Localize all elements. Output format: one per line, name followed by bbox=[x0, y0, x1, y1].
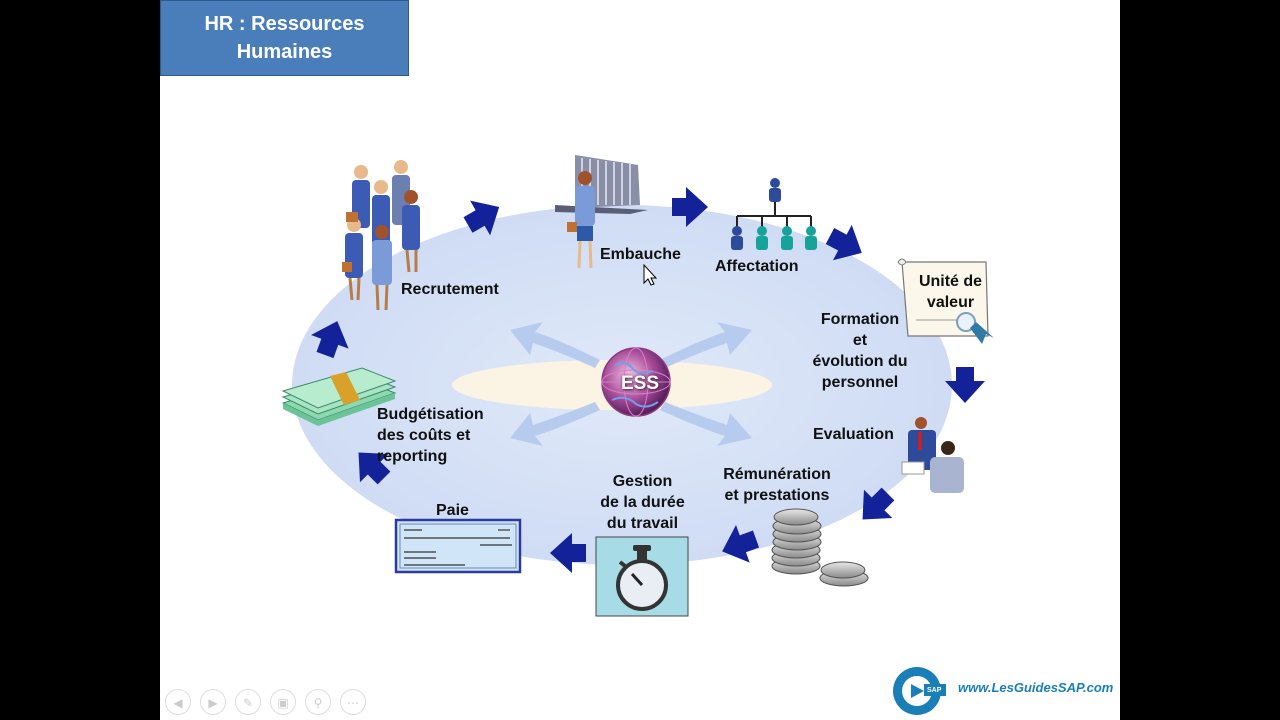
slide-title-line-1: HR : Ressources bbox=[204, 13, 365, 35]
cycle-arrows bbox=[310, 187, 985, 573]
slides-button[interactable]: ▣ bbox=[270, 689, 296, 715]
ess-label: ESS bbox=[620, 373, 660, 394]
label-formation-line-3: évolution du bbox=[812, 353, 908, 370]
pen-icon: ✎ bbox=[242, 696, 254, 710]
label-remuneration: Rémunération et prestations bbox=[708, 464, 846, 506]
label-remuneration-line-1: Rémunération bbox=[723, 466, 831, 483]
label-gestion-line-3: du travail bbox=[606, 515, 679, 532]
arrow-3 bbox=[825, 224, 862, 261]
slide: HR : Ressources Humaines ESS Recrutement… bbox=[160, 0, 1120, 720]
label-gestion-duree-travail: Gestion de la durée du travail bbox=[585, 471, 700, 534]
label-affectation: Affectation bbox=[715, 258, 799, 275]
more-icon: ⋯ bbox=[347, 696, 359, 710]
prev-icon: ◀ bbox=[173, 696, 183, 710]
paycheck-icon bbox=[394, 518, 522, 574]
label-paie: Paie bbox=[436, 502, 469, 519]
arrow-9 bbox=[310, 321, 349, 359]
label-budgetisation: Budgétisation des coûts et reporting bbox=[377, 404, 484, 467]
label-budget-line-2: des coûts et bbox=[377, 427, 471, 444]
money-stack-icon bbox=[281, 367, 397, 426]
evaluation-meeting-icon bbox=[901, 417, 964, 493]
label-formation: Formation et évolution du personnel bbox=[800, 309, 920, 393]
business-people-group-icon bbox=[342, 160, 420, 311]
coin-stack-icon bbox=[771, 508, 869, 587]
ess-globe-icon bbox=[601, 347, 671, 417]
slide-title-line-2: Humaines bbox=[236, 41, 333, 63]
slides-icon: ▣ bbox=[277, 696, 289, 710]
label-formation-line-1: Formation bbox=[820, 311, 900, 328]
certificate-scroll-icon bbox=[897, 258, 994, 344]
logo-badge: SAP bbox=[927, 687, 942, 694]
label-unite-de-valeur-line-1: Unité de bbox=[918, 273, 983, 290]
label-embauche: Embauche bbox=[600, 246, 681, 263]
lesguidessap-logo-icon bbox=[893, 667, 946, 715]
arrow-1 bbox=[463, 200, 500, 236]
label-unite-de-valeur: Unité de valeur bbox=[908, 271, 993, 313]
more-button[interactable]: ⋯ bbox=[340, 689, 366, 715]
website-url: www.LesGuidesSAP.com bbox=[958, 680, 1114, 695]
label-budget-line-1: Budgétisation bbox=[377, 406, 484, 423]
zoom-icon: ⚲ bbox=[313, 696, 323, 710]
stopwatch-icon bbox=[595, 536, 689, 617]
arrow-4 bbox=[945, 367, 985, 403]
ess-radiating-arrows bbox=[510, 322, 752, 446]
office-building-woman-icon bbox=[555, 155, 648, 269]
org-chart-icon bbox=[731, 178, 817, 250]
arrow-2 bbox=[672, 187, 708, 227]
hr-cycle-diagram bbox=[281, 155, 994, 715]
arrow-5 bbox=[862, 487, 895, 520]
prev-slide-button[interactable]: ◀ bbox=[165, 689, 191, 715]
zoom-button[interactable]: ⚲ bbox=[305, 689, 331, 715]
arrow-6 bbox=[722, 524, 760, 563]
label-recrutement: Recrutement bbox=[401, 281, 499, 298]
slide-title: HR : Ressources Humaines bbox=[160, 0, 409, 76]
pen-button[interactable]: ✎ bbox=[235, 689, 261, 715]
arrow-7 bbox=[550, 533, 586, 573]
label-formation-line-2: et bbox=[852, 332, 868, 349]
mouse-cursor-icon bbox=[643, 263, 658, 286]
label-remuneration-line-2: et prestations bbox=[724, 487, 830, 504]
label-formation-line-4: personnel bbox=[821, 374, 899, 391]
label-evaluation: Evaluation bbox=[813, 426, 894, 443]
label-gestion-line-2: de la durée bbox=[600, 494, 685, 511]
arrow-8 bbox=[358, 452, 391, 485]
label-gestion-line-1: Gestion bbox=[612, 473, 673, 490]
label-unite-de-valeur-line-2: valeur bbox=[926, 294, 975, 311]
next-icon: ▶ bbox=[208, 696, 218, 710]
label-budget-line-3: reporting bbox=[377, 448, 448, 465]
next-slide-button[interactable]: ▶ bbox=[200, 689, 226, 715]
